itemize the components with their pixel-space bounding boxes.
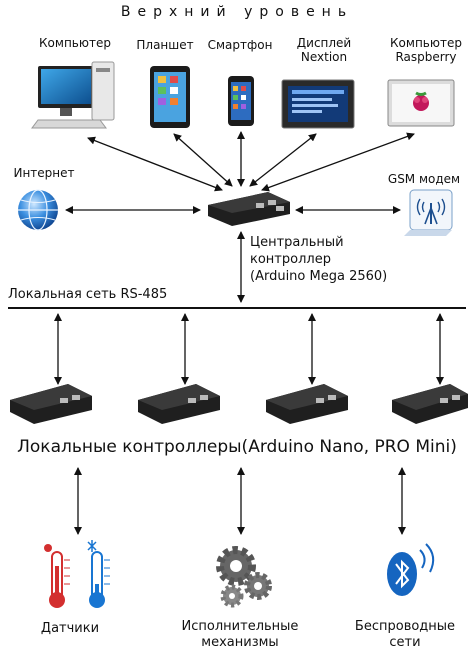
hot-thermometer-icon [44,544,70,608]
arrow-display [249,133,317,187]
nextion-display-icon [281,79,355,129]
arrow-raspberry [261,132,415,192]
local-controllers-label: Локальные контроллеры(Arduino Nano, PRO … [17,437,457,457]
gsm-modem-icon [404,189,453,236]
tablet-label: Планшет [136,38,194,52]
local-controller-3-icon [266,384,348,424]
display-label-line2: Nextion [300,50,348,64]
internet-globe-icon [18,189,58,231]
internet-label: Интернет [13,166,75,180]
actuators-label-line2: механизмы [201,635,279,650]
raspberry-label-line1: Компьютер [390,36,462,50]
central-controller-icon [208,192,290,226]
bus-arrows [54,313,444,385]
bluetooth-icon [387,543,435,596]
smartphone-icon [228,76,254,126]
rs485-bus-label: Локальная сеть RS-485 [8,287,168,302]
wireless-label-line1: Беспроводные [354,619,456,634]
raspberry-label-line2: Raspberry [395,50,457,64]
computer-icon [31,61,115,129]
wireless-label-line2: сети [389,635,421,650]
local-controller-1-icon [10,384,92,424]
top-level-arrows [65,131,415,303]
central-label-line1: Центральный [250,235,344,250]
cold-thermometer-icon [87,540,110,608]
central-label-line2: контроллер [250,252,331,267]
actuators-label-line1: Исполнительные [181,619,299,634]
local-controller-2-icon [138,384,220,424]
central-controller-label: Центральный контроллер (Arduino Mega 256… [250,234,387,285]
bottom-arrows [74,467,406,535]
local-controller-4-icon [392,384,468,424]
sensors-label: Датчики [40,621,100,636]
display-label-line1: Дисплей [296,36,352,50]
arrow-tablet [173,133,233,187]
arrow-computer [87,136,223,192]
computer-label: Компьютер [39,36,111,50]
gears-icon [216,546,272,608]
tablet-icon [150,66,190,128]
raspberry-screen-icon [387,79,455,127]
central-label-line3: (Arduino Mega 2560) [250,269,388,284]
smartphone-label: Смартфон [207,38,273,52]
top-level-title: Верхний уровень [120,4,354,20]
